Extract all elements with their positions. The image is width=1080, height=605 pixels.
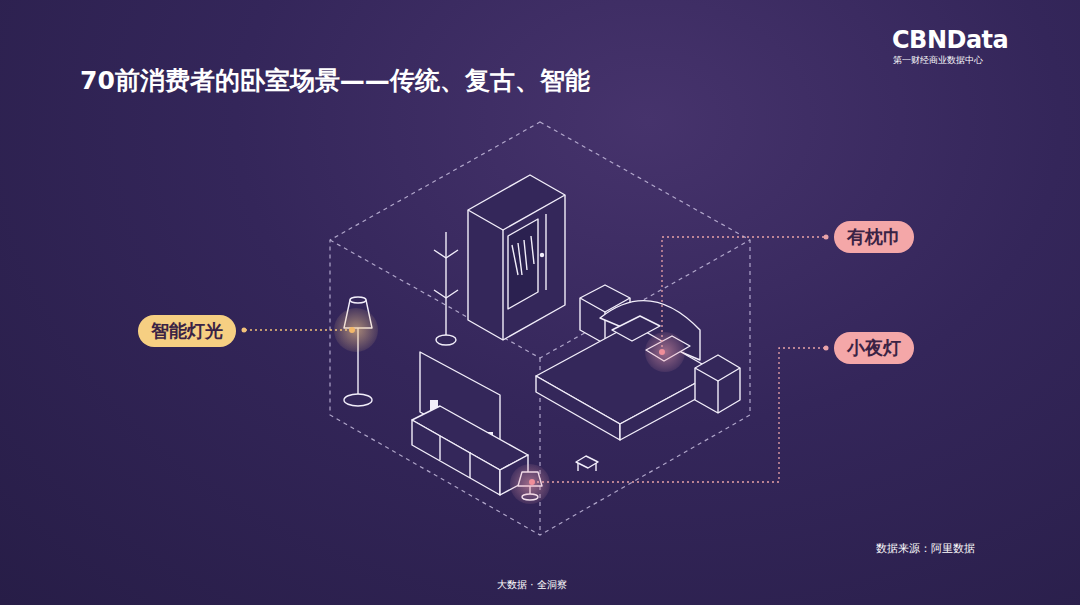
callout-pill: 小夜灯 [834, 332, 914, 364]
callout-text: 小夜灯 [847, 336, 901, 360]
callout-text: 有枕巾 [847, 225, 901, 249]
footer-note: 大数据 · 全洞察 [497, 578, 567, 592]
logo-subtitle: 第一财经商业数据中心 [893, 54, 983, 67]
logo-text: CBNData [892, 26, 1008, 54]
callout-text: 智能灯光 [151, 319, 223, 343]
source-note: 数据来源：阿里数据 [876, 541, 975, 556]
callout-pill-highlight: 智能灯光 [138, 315, 236, 347]
slide-title: 70前消费者的卧室场景——传统、复古、智能 [80, 64, 590, 97]
callout-pill: 有枕巾 [834, 221, 914, 253]
